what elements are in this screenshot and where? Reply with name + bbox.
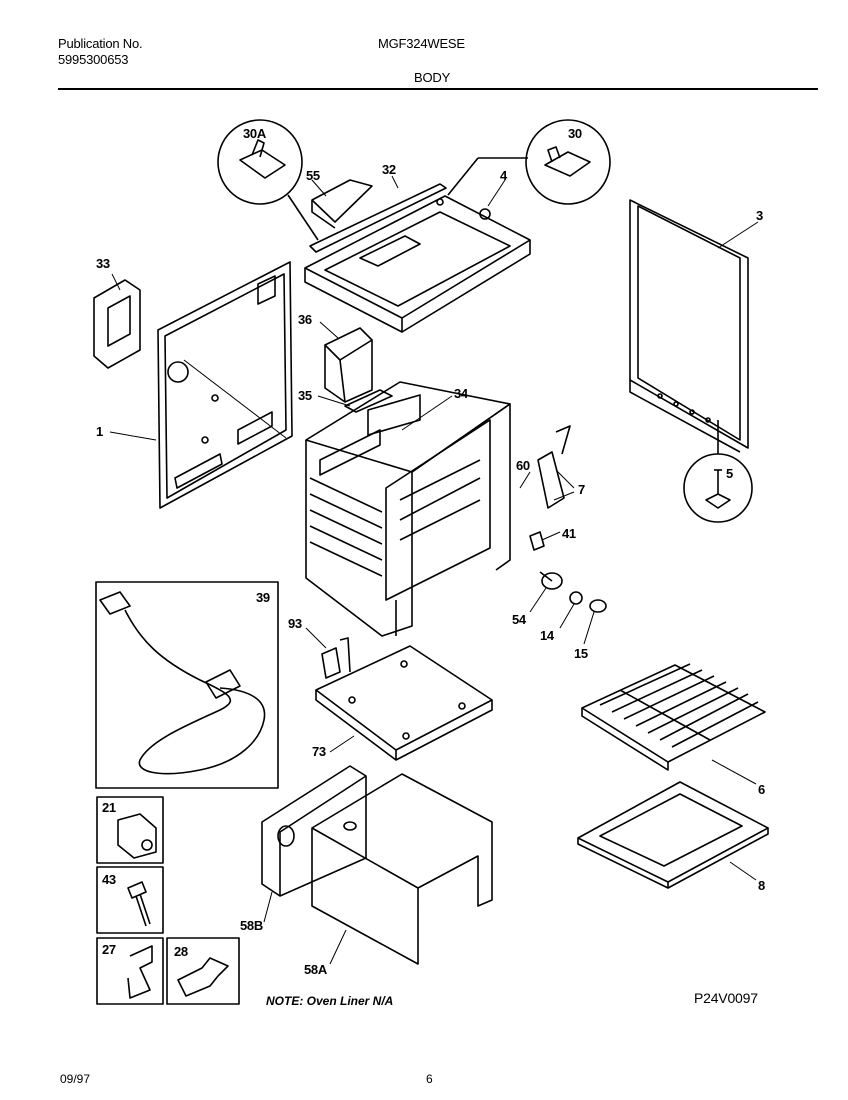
callout-39: 39 <box>256 590 270 605</box>
power-cord-box <box>95 581 279 789</box>
header-rule <box>58 88 818 90</box>
callout-30: 30 <box>568 126 582 141</box>
part-box-43 <box>96 866 164 934</box>
callout-58b: 58B <box>240 918 263 933</box>
flue-36 <box>324 327 373 403</box>
callout-30a: 30A <box>243 126 266 141</box>
bottom-plate-73 <box>315 645 493 761</box>
page-number: 6 <box>426 1072 433 1086</box>
oven-liner-note: NOTE: Oven Liner N/A <box>266 994 394 1008</box>
bulb-15 <box>589 599 607 613</box>
part-box-27 <box>96 937 164 1005</box>
burner-rail-32 <box>309 183 447 253</box>
leader-lines <box>109 175 759 965</box>
part-33-cover <box>93 279 141 369</box>
callout-1: 1 <box>96 424 103 439</box>
publication-label: Publication No. <box>58 36 143 51</box>
hinge-7 <box>537 425 571 509</box>
callout-4: 4 <box>500 168 507 183</box>
part-box-28 <box>166 937 240 1005</box>
callout-60: 60 <box>516 458 530 473</box>
callout-34: 34 <box>454 386 468 401</box>
callout-3: 3 <box>756 208 763 223</box>
bracket-55 <box>311 179 373 229</box>
callout-35: 35 <box>298 388 312 403</box>
gasket-35 <box>344 389 393 413</box>
model-number: MGF324WESE <box>378 36 465 51</box>
drawing-code: P24V0097 <box>694 990 758 1006</box>
bracket-93 <box>321 637 351 679</box>
callout-93: 93 <box>288 616 302 631</box>
back-panel-1 <box>157 261 293 509</box>
callout-14: 14 <box>540 628 554 643</box>
publication-number: 5995300653 <box>58 52 129 67</box>
callout-32: 32 <box>382 162 396 177</box>
side-panel-3 <box>629 199 749 453</box>
callout-8: 8 <box>758 878 765 893</box>
callout-7: 7 <box>578 482 585 497</box>
callout-41: 41 <box>562 526 576 541</box>
screw-41 <box>529 531 545 551</box>
callout-33: 33 <box>96 256 110 271</box>
callout-73: 73 <box>312 744 326 759</box>
socket-54 <box>539 571 563 590</box>
callout-5: 5 <box>726 466 733 481</box>
footer-date: 09/97 <box>60 1072 91 1086</box>
callout-28: 28 <box>174 944 188 959</box>
detail-circle-5 <box>683 420 753 523</box>
callout-21: 21 <box>102 800 116 815</box>
callout-55: 55 <box>306 168 320 183</box>
part-box-21 <box>96 796 164 864</box>
callout-58a: 58A <box>304 962 327 977</box>
lens-14 <box>569 591 583 605</box>
detail-circle-30 <box>447 119 611 205</box>
drawer-liner-58a <box>311 773 493 965</box>
callout-27: 27 <box>102 942 116 957</box>
cooktop-support-tray <box>304 195 531 333</box>
callout-54: 54 <box>512 612 526 627</box>
broiler-pan <box>577 781 769 889</box>
detail-circle-30a <box>217 119 319 241</box>
callout-15: 15 <box>574 646 588 661</box>
oven-rack <box>581 663 766 771</box>
section-title: BODY <box>414 70 451 85</box>
callout-36: 36 <box>298 312 312 327</box>
callout-43: 43 <box>102 872 116 887</box>
oven-body <box>305 381 511 637</box>
callout-6: 6 <box>758 782 765 797</box>
